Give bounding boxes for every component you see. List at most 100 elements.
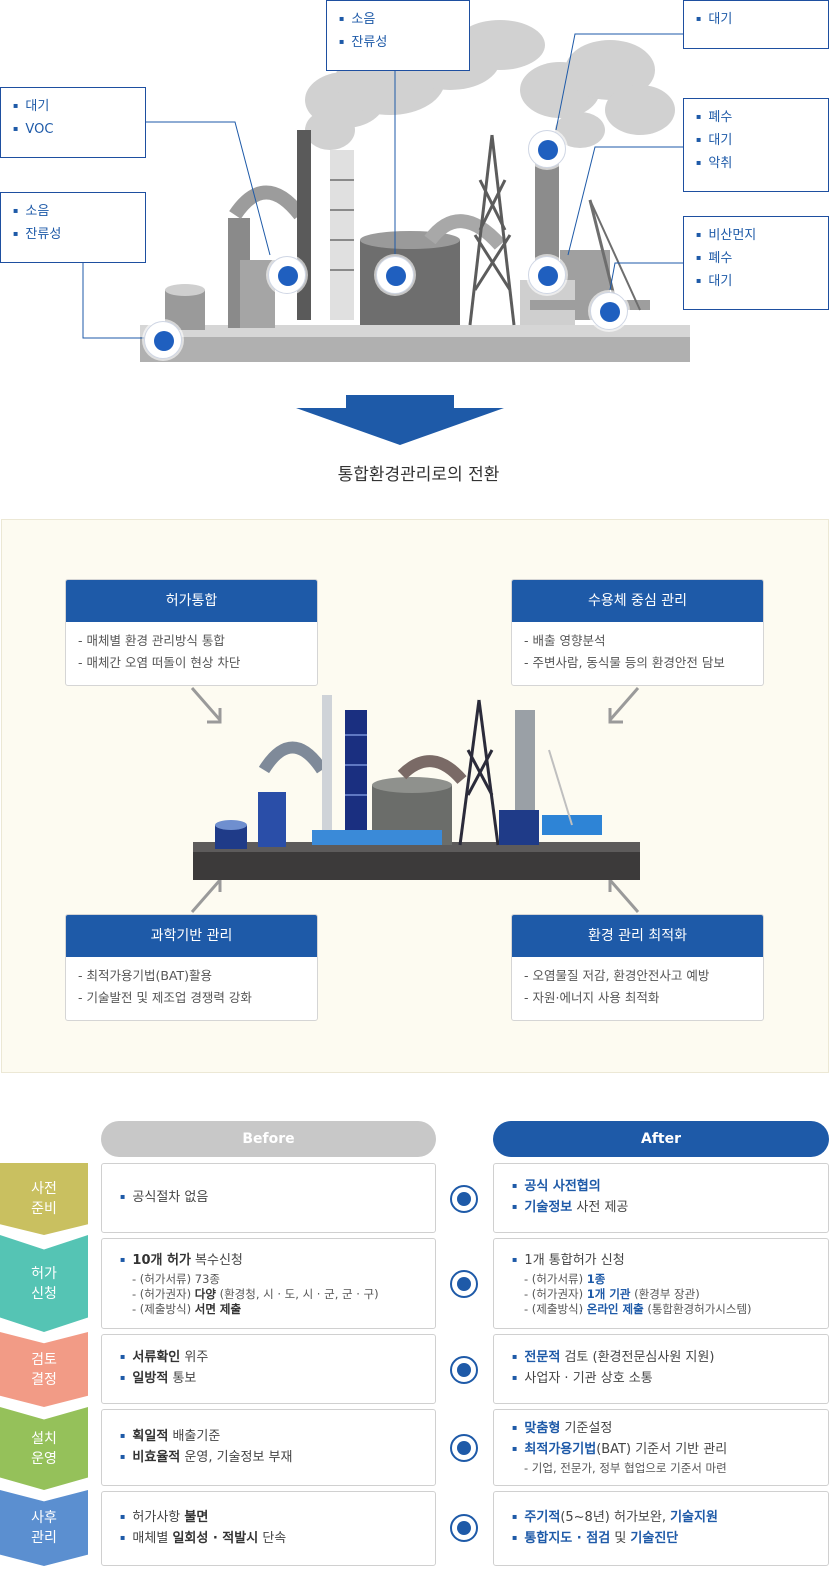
callout-wastewater-air-odor: 폐수대기악취 <box>683 98 829 192</box>
cell-subtext: (환경부 장관) <box>630 1286 700 1301</box>
cell-text: 맞춤형 <box>524 1421 561 1436</box>
stage-application: 허가 신청 <box>0 1235 88 1332</box>
cell-text: (5~8년) 허가보완, <box>560 1509 671 1525</box>
cell-text: 사업자 · 기관 상호 소통 <box>524 1371 653 1386</box>
cell-text: 비효율적 <box>132 1449 181 1465</box>
callout-item: 잔류성 <box>339 32 457 55</box>
cell-text: 기술지원 <box>670 1509 718 1525</box>
card-title: 환경 관리 최적화 <box>512 915 763 957</box>
card-title: 과학기반 관리 <box>66 915 317 957</box>
stage-label: 사전 준비 <box>31 1181 57 1217</box>
stage-review: 검토 결정 <box>0 1332 88 1407</box>
cell-text: 공식절차 없음 <box>132 1189 209 1205</box>
cell-subtext: - (제출방식) <box>132 1301 195 1316</box>
callout-item: 폐수 <box>696 107 816 130</box>
right-arrow-icon <box>450 1270 478 1298</box>
before-header: Before <box>101 1121 436 1157</box>
cell-text: 일회성 · 적발시 <box>172 1530 259 1546</box>
callout-item: VOC <box>13 119 133 142</box>
cell-text: 및 <box>610 1530 631 1546</box>
card-line: - 매체별 환경 관리방식 통합 <box>78 633 225 648</box>
pin-marker <box>528 256 566 294</box>
cell-text: 일방적 <box>132 1371 169 1386</box>
cell-text: 위주 <box>180 1350 209 1365</box>
before-cell: 허가사항 불면 매체별 일회성 · 적발시 단속 <box>101 1491 436 1566</box>
cell-text: 전문적 <box>524 1350 561 1365</box>
cell-text: 불면 <box>184 1509 209 1525</box>
stage-label: 검토 결정 <box>31 1351 57 1388</box>
cell-text: 기술진단 <box>630 1530 679 1546</box>
right-arrow-icon <box>450 1434 478 1462</box>
callout-item: 대기 <box>13 96 133 119</box>
cell-text: 허가사항 <box>132 1509 185 1525</box>
after-cell: 전문적 검토 (환경전문심사원 지원) 사업자 · 기관 상호 소통 <box>493 1334 829 1404</box>
stage-label: 사후 관리 <box>31 1510 57 1546</box>
pin-marker <box>268 256 306 294</box>
right-arrow-icon <box>450 1356 478 1384</box>
card-receptor-management: 수용체 중심 관리 - 배출 영향분석 - 주변사람, 동식물 등의 환경안전 … <box>511 579 764 686</box>
cell-text: 사전 제공 <box>572 1200 629 1215</box>
cell-subtext: (환경청, 시 · 도, 시 · 군, 군 · 구) <box>215 1286 379 1301</box>
pin-marker <box>144 321 182 359</box>
callout-item: 대기 <box>696 9 816 32</box>
integrated-management-panel: 허가통합 - 매체별 환경 관리방식 통합 - 매체간 오염 떠돌이 현상 차단… <box>1 519 829 1073</box>
cell-subtext: 다양 <box>194 1286 216 1301</box>
callout-noise-residual-top: 소음잔류성 <box>326 0 470 71</box>
pollution-sources-diagram: 소음잔류성 대기 대기VOC 폐수대기악취 소음잔류성 비산먼지폐수대기 통합환… <box>0 0 837 500</box>
card-line: - 최적가용기법(BAT)활용 <box>78 968 213 983</box>
callout-item: 대기 <box>696 130 816 153</box>
callout-item: 악취 <box>696 153 816 176</box>
card-line: - 기술발전 및 제조업 경쟁력 강화 <box>78 990 252 1005</box>
callout-air-voc: 대기VOC <box>0 87 146 158</box>
callout-item: 비산먼지 <box>696 225 816 248</box>
card-title: 허가통합 <box>66 580 317 622</box>
cell-subtext: 1개 기관 <box>586 1286 631 1301</box>
stage-label: 허가 신청 <box>31 1265 57 1302</box>
cell-subtext: 1종 <box>586 1271 606 1286</box>
cell-text: 1개 통합허가 신청 <box>524 1252 625 1268</box>
cell-text: 복수신청 <box>190 1252 243 1268</box>
cell-text: 획일적 <box>132 1428 169 1444</box>
cell-text: (BAT) 기준서 기반 관리 <box>596 1442 728 1457</box>
cell-subtext: - (제출방식) <box>524 1301 587 1316</box>
callout-item: 폐수 <box>696 248 816 271</box>
callout-item: 잔류성 <box>13 224 133 247</box>
cell-subtext: - (허가서류) <box>524 1271 587 1286</box>
card-science-management: 과학기반 관리 - 최적가용기법(BAT)활용 - 기술발전 및 제조업 경쟁력… <box>65 914 318 1021</box>
cell-text: 단속 <box>258 1530 287 1546</box>
card-line: - 오염물질 저감, 환경안전사고 예방 <box>524 968 710 983</box>
card-line: - 자원·에너지 사용 최적화 <box>524 990 660 1005</box>
pin-marker <box>528 130 566 168</box>
callout-noise-residual-left: 소음잔류성 <box>0 192 146 263</box>
transition-title: 통합환경관리로의 전환 <box>337 465 500 485</box>
before-cell: 10개 허가 복수신청 - (허가서류) 73종 - (허가권자) 다양 (환경… <box>101 1238 436 1329</box>
card-title: 수용체 중심 관리 <box>512 580 763 622</box>
down-arrow <box>296 395 504 445</box>
after-cell: 1개 통합허가 신청 - (허가서류) 1종 - (허가권자) 1개 기관 (환… <box>493 1238 829 1329</box>
after-cell: 공식 사전협의 기술정보 사전 제공 <box>493 1163 829 1233</box>
cell-text: 검토 (환경전문심사원 지원) <box>560 1350 715 1365</box>
stage-label: 설치 운영 <box>31 1430 57 1467</box>
after-header: After <box>493 1121 829 1157</box>
callout-dust-wastewater-air: 비산먼지폐수대기 <box>683 216 829 310</box>
cell-subtext: - 기업, 전문가, 정부 협업으로 기준서 마련 <box>524 1461 727 1475</box>
before-cell: 획일적 배출기준 비효율적 운영, 기술정보 부재 <box>101 1409 436 1486</box>
cell-text: 최적가용기법 <box>524 1442 597 1457</box>
cell-subtext: (통합환경허가시스템) <box>643 1301 752 1316</box>
cell-text: 공식 사전협의 <box>524 1179 601 1194</box>
cell-text: 통합지도 · 점검 <box>524 1530 611 1546</box>
pin-marker <box>590 292 628 330</box>
callout-air-top: 대기 <box>683 0 829 49</box>
cell-text: 서류확인 <box>132 1350 181 1365</box>
cell-subtext: - (허가서류) 73종 <box>132 1271 220 1286</box>
cell-text: 주기적 <box>524 1509 561 1525</box>
blue-factory-illustration <box>190 687 640 913</box>
after-cell: 맞춤형 기준설정 최적가용기법(BAT) 기준서 기반 관리 - 기업, 전문가… <box>493 1409 829 1486</box>
before-cell: 공식절차 없음 <box>101 1163 436 1233</box>
card-line: - 배출 영향분석 <box>524 633 606 648</box>
cell-text: 10개 허가 <box>132 1252 191 1268</box>
cell-text: 매체별 <box>132 1530 173 1546</box>
cell-text: 배출기준 <box>168 1428 221 1444</box>
cell-subtext: 서면 제출 <box>194 1301 242 1316</box>
card-line: - 매체간 오염 떠돌이 현상 차단 <box>78 655 241 670</box>
